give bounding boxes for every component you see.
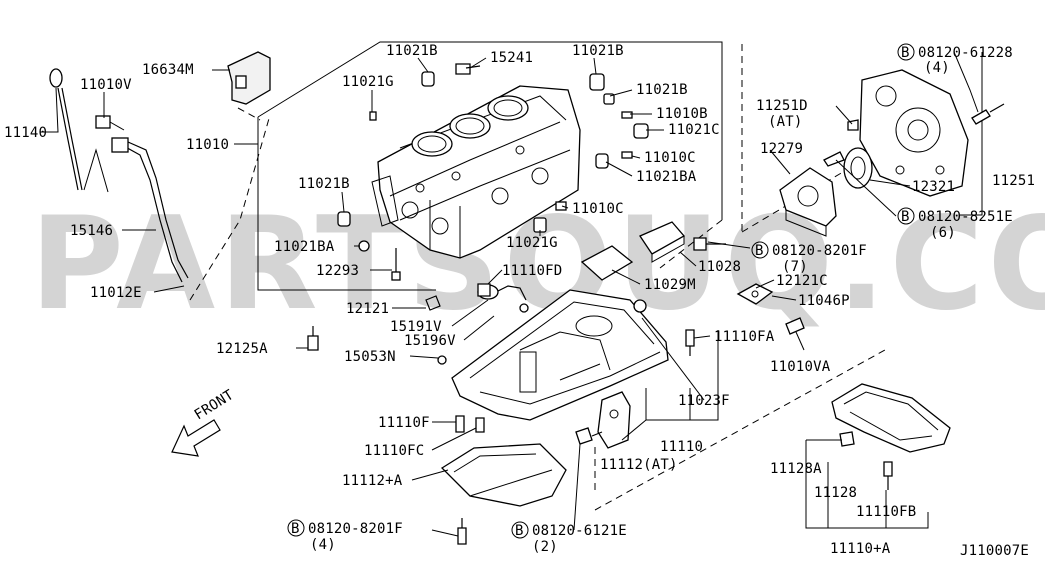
callout-11110: 11110 bbox=[660, 439, 703, 455]
callout-11010VA: 11010VA bbox=[770, 359, 831, 375]
callout-11251D-at: (AT) bbox=[768, 114, 803, 130]
callout-11046P: 11046P bbox=[798, 293, 850, 309]
callout-11021BA: 11021BA bbox=[274, 239, 335, 255]
callout-08120-61228: 08120-61228 bbox=[918, 45, 1013, 61]
callout-11029M: 11029M bbox=[644, 277, 696, 293]
bolt-marker-label: B bbox=[515, 523, 524, 539]
callout-12293: 12293 bbox=[316, 263, 359, 279]
callout-11112A: 11112+A bbox=[342, 473, 403, 489]
callout-12121: 12121 bbox=[346, 301, 389, 317]
front-label: FRONT bbox=[192, 387, 237, 424]
bracket-16634M bbox=[227, 51, 271, 105]
bolt-marker-icon bbox=[511, 521, 529, 539]
rear-plate-11251 bbox=[859, 69, 969, 197]
callout-11021G: 11021G bbox=[342, 74, 394, 90]
callout-08120-8201F: 08120-8201F bbox=[308, 521, 403, 537]
callout-11028: 11028 bbox=[698, 259, 741, 275]
callout-11010B: 11010B bbox=[656, 106, 708, 122]
callout-12125A: 12125A bbox=[216, 341, 268, 357]
cylinder-block-11010 bbox=[371, 85, 581, 259]
callout-11021G: 11021G bbox=[506, 235, 558, 251]
oil-seal-12321 bbox=[843, 147, 873, 189]
leader-lines bbox=[40, 51, 979, 537]
callout-11128A: 11128A bbox=[770, 461, 822, 477]
callout-11251: 11251 bbox=[992, 173, 1035, 189]
callout-11021B: 11021B bbox=[386, 43, 438, 59]
callout-11010V: 11010V bbox=[80, 77, 132, 93]
callout-11110A: 11110+A bbox=[830, 541, 891, 557]
baffle-plate bbox=[580, 221, 726, 281]
callout-15196V: 15196V bbox=[404, 333, 456, 349]
callout-11110FB: 11110FB bbox=[856, 504, 916, 520]
block-plugs bbox=[337, 63, 649, 281]
callout-11012E: 11012E bbox=[90, 285, 142, 301]
callout-11021B: 11021B bbox=[572, 43, 624, 59]
callout-11128: 11128 bbox=[814, 485, 857, 501]
upper-oil-pan bbox=[451, 289, 669, 421]
front-arrow bbox=[171, 419, 221, 457]
callout-11110FA: 11110FA bbox=[714, 329, 775, 345]
callout-11010: 11010 bbox=[186, 137, 229, 153]
bolt-marker-icon bbox=[751, 241, 769, 259]
callout-labels: 11140 11010V 16634M 11021B 15241 11021B … bbox=[4, 43, 1035, 559]
oil-pan-11110A bbox=[831, 383, 951, 453]
dipstick-tube-15146 bbox=[95, 115, 189, 283]
bolt-marker-icon bbox=[287, 519, 305, 537]
callout-qty-4: (4) bbox=[310, 537, 336, 553]
gasket-11046P bbox=[736, 283, 774, 305]
callout-16634M: 16634M bbox=[142, 62, 194, 78]
callout-12321: 12321 bbox=[912, 179, 955, 195]
callout-qty-2: (2) bbox=[532, 539, 558, 555]
callout-15053N: 15053N bbox=[344, 349, 396, 365]
callout-qty-7: (7) bbox=[782, 259, 808, 275]
bolt-marker-icon bbox=[897, 207, 915, 225]
bolt-markers: B B B B B bbox=[287, 43, 915, 539]
callout-08120-6121E: 08120-6121E bbox=[532, 523, 627, 539]
bolts bbox=[307, 65, 1005, 545]
callout-11110FD: 11110FD bbox=[502, 263, 562, 279]
callout-11140: 11140 bbox=[4, 125, 47, 141]
callout-11023F: 11023F bbox=[678, 393, 730, 409]
callout-qty-6: (6) bbox=[930, 225, 956, 241]
bolt-marker-label: B bbox=[901, 45, 910, 61]
callout-12279: 12279 bbox=[760, 141, 803, 157]
bolt-marker-label: B bbox=[291, 521, 300, 537]
dipstick-11140 bbox=[49, 68, 109, 193]
callout-11021B: 11021B bbox=[298, 176, 350, 192]
callout-11021C: 11021C bbox=[668, 122, 720, 138]
diagram-code: J110007E bbox=[960, 543, 1029, 559]
callout-15191V: 15191V bbox=[390, 319, 442, 335]
callout-08120-8201F: 08120-8201F bbox=[772, 243, 867, 259]
callout-qty-4: (4) bbox=[924, 60, 950, 76]
callout-12121C: 12121C bbox=[776, 273, 828, 289]
callout-11110F: 11110F bbox=[378, 415, 430, 431]
bolt-marker-label: B bbox=[901, 209, 910, 225]
callout-11112AT: 11112(AT) bbox=[600, 457, 678, 473]
seal-retainer-12279 bbox=[779, 167, 837, 237]
callout-11110FC: 11110FC bbox=[364, 443, 424, 459]
bracket-11112-at bbox=[597, 391, 631, 449]
callout-15241: 15241 bbox=[490, 50, 533, 66]
callout-15146: 15146 bbox=[70, 223, 113, 239]
callout-08120-8251E: 08120-8251E bbox=[918, 209, 1013, 225]
bracket-lines bbox=[189, 41, 983, 529]
callout-11010C: 11010C bbox=[572, 201, 624, 217]
callout-11010C: 11010C bbox=[644, 150, 696, 166]
callout-11251D: 11251D bbox=[756, 98, 808, 114]
lower-oil-pan-cover bbox=[440, 443, 567, 507]
bolt-marker-label: B bbox=[755, 243, 764, 259]
callout-11021B: 11021B bbox=[636, 82, 688, 98]
bolt-marker-icon bbox=[897, 43, 915, 61]
callout-11021BA: 11021BA bbox=[636, 169, 697, 185]
